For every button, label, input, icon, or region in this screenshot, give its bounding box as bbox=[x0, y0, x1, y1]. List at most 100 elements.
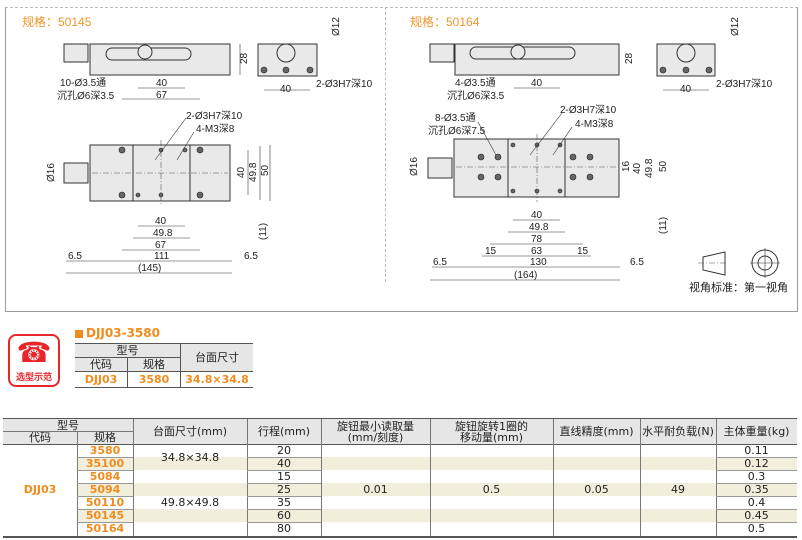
drawing-title: 规格：50145 bbox=[22, 14, 92, 29]
view-standard-label: 视角标准：第一视角 bbox=[689, 280, 788, 294]
svg-text:40: 40 bbox=[531, 78, 543, 89]
header-spec: 规格 bbox=[128, 357, 180, 371]
header-spec: 规格 bbox=[94, 431, 116, 444]
header-weight: 主体重量(kg) bbox=[723, 425, 790, 438]
svg-text:8-Ø3.5通: 8-Ø3.5通 bbox=[435, 112, 476, 124]
cell-weight: 0.3 bbox=[747, 470, 766, 483]
svg-text:沉孔Ø6深7.5: 沉孔Ø6深7.5 bbox=[428, 124, 486, 137]
example-code: DJJ03 bbox=[84, 372, 118, 386]
svg-text:2-Ø3H7深10: 2-Ø3H7深10 bbox=[716, 78, 773, 90]
header-code: 代码 bbox=[75, 357, 127, 371]
svg-text:40: 40 bbox=[280, 84, 292, 95]
svg-text:Ø16: Ø16 bbox=[409, 157, 420, 176]
header-stroke: 行程(mm) bbox=[257, 425, 310, 438]
svg-text:沉孔Ø6深3.5: 沉孔Ø6深3.5 bbox=[447, 89, 505, 102]
header-model: 型号 bbox=[75, 344, 180, 357]
svg-text:50: 50 bbox=[658, 160, 669, 172]
header-load: 水平耐负载(N) bbox=[642, 425, 714, 438]
svg-text:2-Ø3H7深10: 2-Ø3H7深10 bbox=[186, 110, 243, 122]
header-per-turn: 旋钮旋转1圈的 移动量(mm) bbox=[455, 419, 528, 444]
header-straightness: 直线精度(mm) bbox=[559, 425, 634, 438]
spec-table: 型号 代码 规格 台面尺寸(mm) 行程(mm) 旋钮最小读取量 (mm/刻度)… bbox=[3, 418, 797, 538]
svg-text:40: 40 bbox=[236, 166, 247, 178]
drawing-title: 规格：50164 bbox=[410, 14, 480, 29]
cell-weight: 0.11 bbox=[744, 444, 769, 457]
header-size: 台面尺寸(mm) bbox=[152, 425, 227, 438]
svg-text:63: 63 bbox=[531, 246, 543, 257]
svg-text:6.5: 6.5 bbox=[68, 251, 82, 262]
svg-text:78: 78 bbox=[531, 234, 543, 245]
cell-code: DJJ03 bbox=[23, 483, 57, 496]
cell-size: 49.8×49.8 bbox=[160, 496, 220, 509]
svg-text:67: 67 bbox=[156, 90, 168, 101]
cell-size: 34.8×34.8 bbox=[160, 450, 220, 464]
svg-text:49.8: 49.8 bbox=[248, 162, 259, 182]
cell-per-turn: 0.5 bbox=[482, 483, 501, 496]
svg-text:6.5: 6.5 bbox=[630, 257, 644, 268]
cell-spec: 5094 bbox=[89, 483, 121, 496]
svg-text:6.5: 6.5 bbox=[244, 251, 258, 262]
svg-text:2-Ø3H7深10: 2-Ø3H7深10 bbox=[316, 78, 373, 90]
svg-text:49.8: 49.8 bbox=[644, 158, 655, 178]
svg-text:10-Ø3.5通: 10-Ø3.5通 bbox=[60, 77, 106, 89]
cell-straightness: 0.05 bbox=[584, 483, 609, 496]
svg-text:40: 40 bbox=[155, 216, 167, 227]
header-size: 台面尺寸 bbox=[181, 344, 253, 371]
example-title: DJJ03-3580 bbox=[86, 326, 160, 340]
svg-text:(11): (11) bbox=[258, 223, 269, 240]
svg-text:沉孔Ø6深3.5: 沉孔Ø6深3.5 bbox=[57, 89, 115, 102]
header-code: 代码 bbox=[29, 431, 51, 444]
selection-example-badge: ☎ 选型示范 bbox=[8, 334, 60, 387]
cell-spec: 50164 bbox=[85, 522, 125, 535]
divider bbox=[385, 7, 386, 282]
svg-text:Ø16: Ø16 bbox=[46, 163, 57, 182]
svg-text:4-M3深8: 4-M3深8 bbox=[196, 123, 235, 135]
cell-min-read: 0.01 bbox=[363, 483, 388, 496]
svg-text:111: 111 bbox=[154, 251, 170, 262]
header-model: 型号 bbox=[57, 418, 79, 432]
cell-stroke: 15 bbox=[277, 470, 291, 483]
svg-text:(11): (11) bbox=[658, 217, 669, 234]
example-table: 型号 代码 规格 台面尺寸 DJJ03 3580 34.8×34.8 bbox=[75, 343, 253, 388]
svg-text:40: 40 bbox=[680, 84, 692, 95]
cell-stroke: 60 bbox=[277, 509, 291, 522]
svg-text:49.8: 49.8 bbox=[529, 222, 549, 233]
cell-spec: 50110 bbox=[85, 496, 125, 509]
svg-text:2-Ø3H7深10: 2-Ø3H7深10 bbox=[560, 104, 617, 116]
svg-text:28: 28 bbox=[239, 52, 250, 64]
cell-spec: 5084 bbox=[89, 470, 121, 483]
svg-text:15: 15 bbox=[577, 246, 589, 257]
svg-text:16: 16 bbox=[621, 160, 632, 172]
badge-label: 选型示范 bbox=[15, 373, 52, 383]
cell-stroke: 20 bbox=[277, 444, 291, 457]
svg-text:40: 40 bbox=[531, 210, 543, 221]
cell-weight: 0.35 bbox=[744, 483, 769, 496]
svg-text:(145): (145) bbox=[138, 263, 161, 274]
cell-weight: 0.45 bbox=[744, 509, 769, 522]
cell-stroke: 25 bbox=[277, 483, 291, 496]
svg-text:Ø12: Ø12 bbox=[331, 17, 342, 36]
cell-stroke: 40 bbox=[277, 457, 291, 470]
cell-spec: 3580 bbox=[89, 444, 121, 457]
first-angle-projection-icon bbox=[698, 248, 780, 278]
cell-load: 49 bbox=[671, 483, 685, 496]
cell-weight: 0.5 bbox=[747, 522, 766, 535]
svg-text:15: 15 bbox=[485, 246, 497, 257]
svg-text:Ø12: Ø12 bbox=[730, 17, 741, 36]
cell-spec: 35100 bbox=[85, 457, 125, 470]
svg-text:49.8: 49.8 bbox=[153, 228, 173, 239]
header-min-read: 旋钮最小读取量 (mm/刻度) bbox=[337, 419, 414, 444]
svg-text:28: 28 bbox=[624, 52, 635, 64]
svg-text:40: 40 bbox=[632, 162, 643, 174]
orange-square-icon bbox=[75, 330, 83, 338]
telephone-icon: ☎ bbox=[16, 336, 52, 369]
svg-text:6.5: 6.5 bbox=[433, 257, 447, 268]
svg-text:40: 40 bbox=[156, 78, 168, 89]
example-spec: 3580 bbox=[138, 372, 170, 386]
drawing-frame bbox=[5, 7, 798, 312]
svg-text:4-M3深8: 4-M3深8 bbox=[575, 118, 614, 130]
cell-weight: 0.12 bbox=[744, 457, 769, 470]
